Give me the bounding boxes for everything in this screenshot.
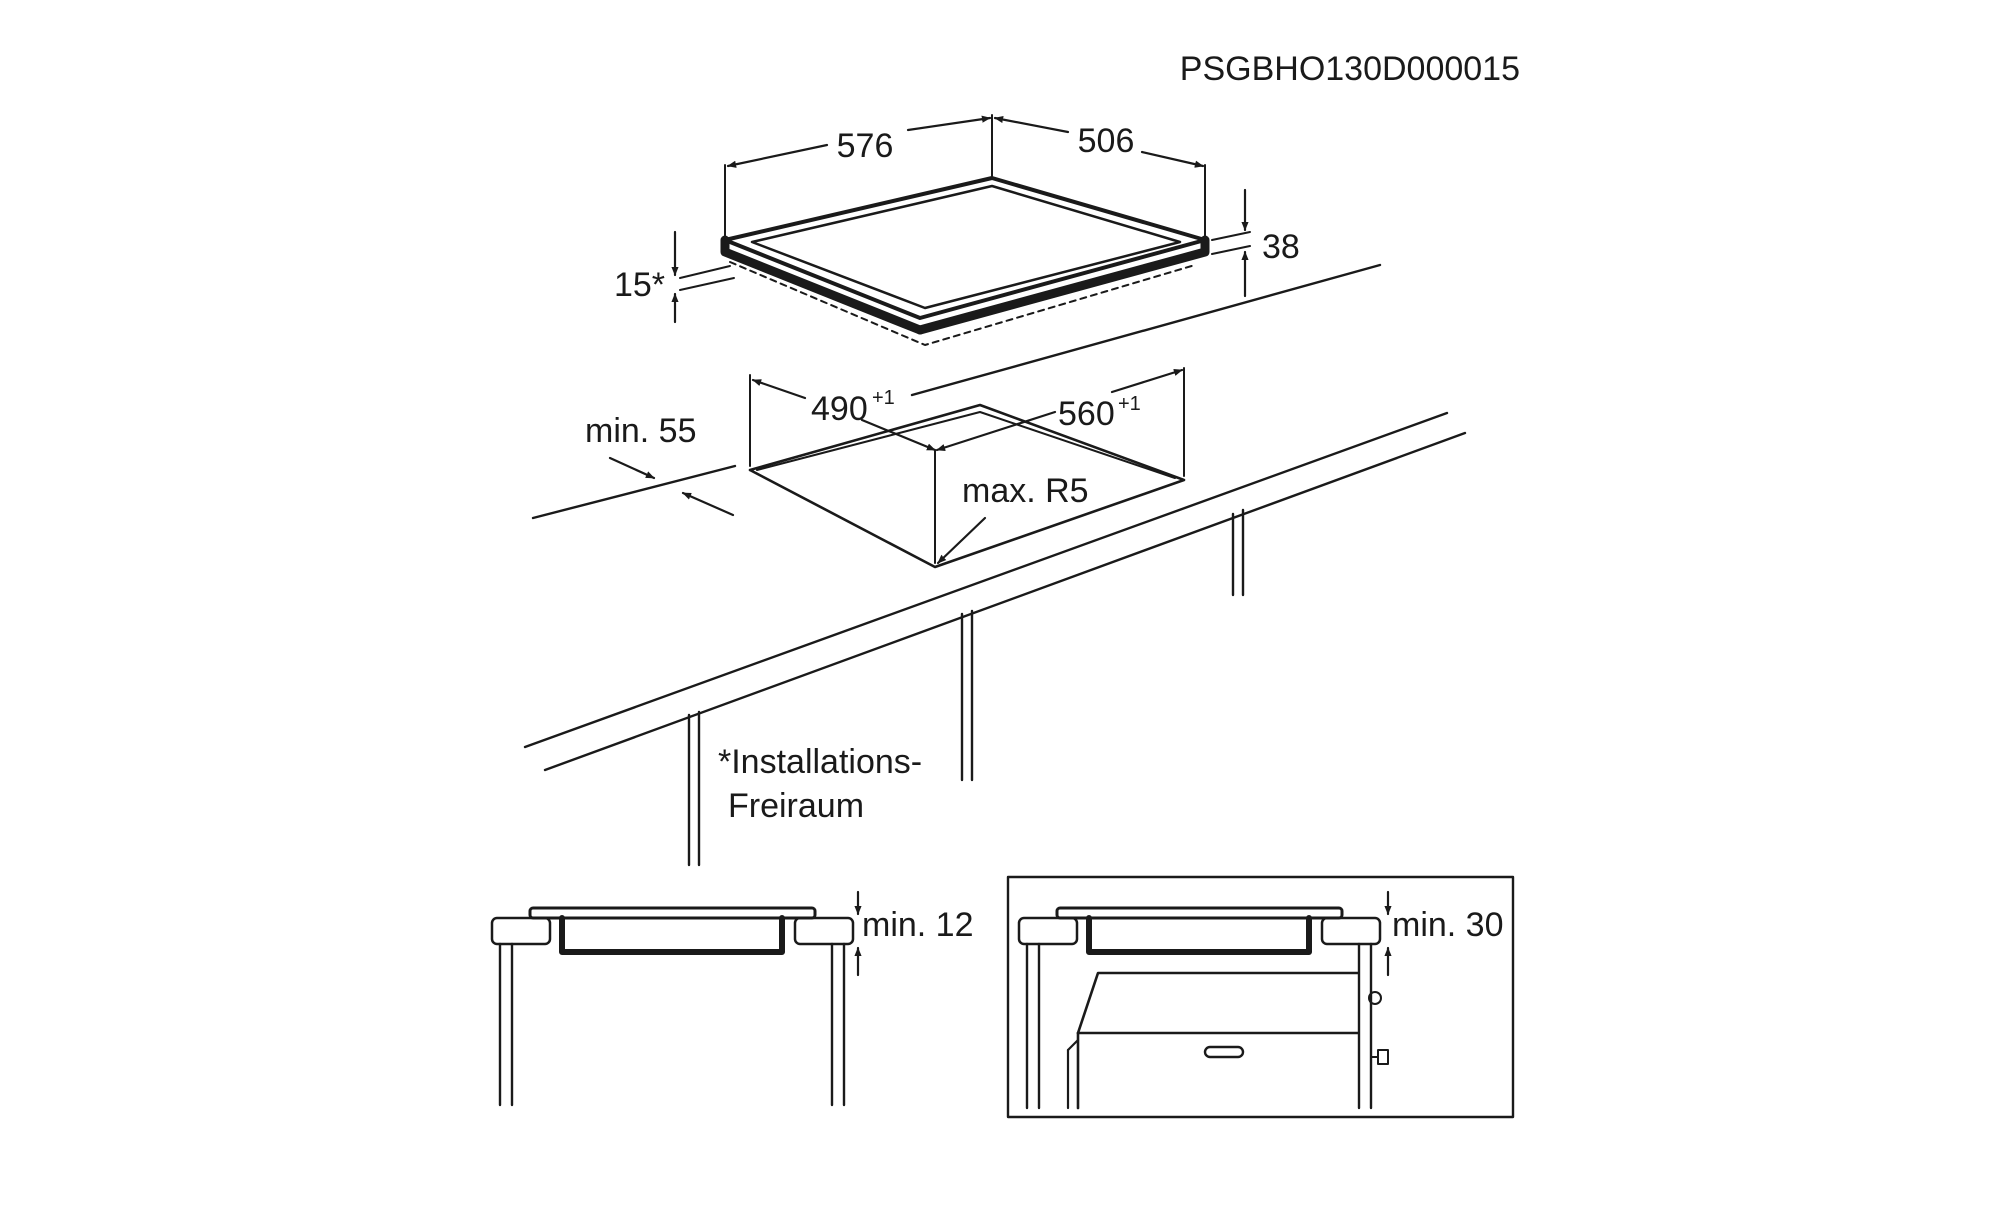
hob-edge-right <box>915 235 1210 335</box>
dimension-cutout-width-label: 560 <box>1058 395 1115 433</box>
section-drawer-cabinet: min. 12 <box>490 890 974 1107</box>
dimension-cutout-depth-label: 490 <box>811 390 868 428</box>
dimension-depth: 506 <box>993 115 1206 237</box>
dimension-height-label: 38 <box>1262 228 1300 266</box>
dimension-corner-radius: max. R5 <box>936 472 1089 565</box>
cutout-outline <box>748 403 1186 569</box>
dimension-installation-gap: 15* <box>614 230 735 324</box>
oven-knob-icon <box>1368 991 1382 1005</box>
dimension-width: 576 <box>724 114 993 237</box>
dimension-edge-distance-label: min. 55 <box>585 412 697 450</box>
clearance-drawer-label: min. 12 <box>862 906 974 944</box>
dimension-width-label: 576 <box>837 127 894 165</box>
dimension-edge-distance: min. 55 <box>585 412 735 517</box>
footnote-line-2: Freiraum <box>728 787 864 825</box>
oven <box>1066 971 1389 1110</box>
clearance-oven-label: min. 30 <box>1392 906 1504 944</box>
cutout-inner-back <box>756 411 1176 479</box>
dimension-height: 38 <box>1211 188 1300 298</box>
oven-section-frame <box>1006 875 1515 1119</box>
document-code: PSGBHO130D000015 <box>1180 50 1520 88</box>
hob-glass-border <box>750 184 1182 310</box>
dimension-depth-label: 506 <box>1078 122 1135 160</box>
hob-drawing <box>720 176 1210 346</box>
dimension-cutout-width: 560 +1 <box>934 367 1185 564</box>
oven-knob-icon <box>1377 1049 1389 1065</box>
dimension-cutout-depth: 490 +1 <box>749 374 937 467</box>
worktop-back-edge-left <box>531 464 737 520</box>
dimension-cutout-width-tolerance: +1 <box>1118 393 1141 415</box>
hob-bottom-dashed <box>729 261 1196 346</box>
dimension-cutout-depth-tolerance: +1 <box>872 387 895 409</box>
footnote-line-1: *Installations- <box>718 743 922 781</box>
section-oven-cabinet: min. 30 <box>1006 875 1515 1119</box>
worktop-back-edge-right <box>910 263 1382 397</box>
hob-edge-left <box>720 235 925 335</box>
oven-handle <box>1203 1045 1245 1059</box>
dimension-installation-gap-label: 15* <box>614 266 665 304</box>
dimension-corner-radius-label: max. R5 <box>962 472 1089 510</box>
worktop-front-edge <box>523 411 1449 749</box>
worktop-drawing <box>523 263 1467 867</box>
